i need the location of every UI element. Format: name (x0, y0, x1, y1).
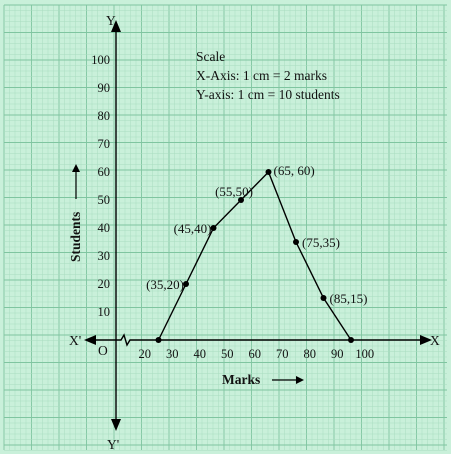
y-tick-label: 60 (98, 165, 111, 179)
axes: X X' Y Y' O Marks Students (68, 13, 440, 452)
series-line (157, 170, 352, 341)
x-tick-label: 100 (355, 347, 374, 361)
scale-line: X-Axis: 1 cm = 2 marks (196, 68, 327, 83)
y-tick-label: 10 (98, 305, 111, 319)
x-tick-label: 30 (166, 347, 179, 361)
y-tick-label: 70 (98, 137, 111, 151)
data-label: (45,40) (174, 221, 212, 236)
data-point (348, 337, 354, 343)
scale-title: Scale (196, 49, 225, 64)
data-label: (65, 60) (274, 163, 315, 178)
data-label: (85,15) (330, 291, 368, 306)
data-label: (55,50) (215, 184, 253, 199)
y-neg-axis-name: Y' (107, 437, 119, 452)
data-point (183, 281, 189, 287)
y-tick-label: 100 (91, 53, 110, 67)
x-axis-name: X (430, 333, 440, 348)
x-axis-arrowhead (420, 335, 432, 345)
x-tick-label: 70 (276, 347, 289, 361)
x-tick-label: 90 (331, 347, 344, 361)
y-axis-name: Y (106, 13, 116, 28)
data-point (265, 169, 272, 175)
data-point (155, 337, 162, 343)
x-tick-label: 20 (139, 347, 152, 361)
x-neg-axis-name: X' (69, 333, 81, 348)
y-axis-title-group: Students (68, 164, 83, 262)
grid-lines (3, 4, 447, 451)
x-tick-label: 60 (249, 347, 262, 361)
origin-label: O (98, 343, 108, 358)
x-neg-axis-arrowhead (84, 335, 96, 345)
data-point (210, 225, 217, 231)
y-tick-label: 40 (98, 221, 111, 235)
x-tick-label: 40 (194, 347, 207, 361)
data-point (320, 295, 327, 301)
data-point (238, 197, 244, 203)
y-axis-arrowhead (111, 20, 121, 32)
y-axis-title: Students (68, 212, 83, 262)
y-tick-label: 20 (98, 277, 111, 291)
x-tick-label: 50 (221, 347, 234, 361)
y-tick-label: 50 (98, 193, 111, 207)
y-tick-label: 90 (98, 81, 111, 95)
x-tick-label: 80 (304, 347, 317, 361)
tick-labels: 10 20 30 40 50 60 70 80 90 100 20 30 40 50 60 70 80 90 100 (91, 53, 374, 361)
data-series: (35,20) (45,40) (55,50) (65, 60) (75,35) (85,… (146, 163, 367, 343)
y-tick-label: 30 (98, 249, 111, 263)
scale-line: Y-axis: 1 cm = 10 students (196, 87, 340, 102)
y-title-arrowhead (72, 164, 80, 172)
data-point (293, 239, 299, 245)
y-neg-axis-arrowhead (111, 419, 121, 431)
data-label: (35,20) (146, 277, 184, 292)
x-title-arrowhead (296, 376, 304, 384)
y-tick-label: 80 (98, 109, 111, 123)
x-axis-title: Marks (222, 372, 260, 387)
data-label: (75,35) (302, 235, 340, 250)
